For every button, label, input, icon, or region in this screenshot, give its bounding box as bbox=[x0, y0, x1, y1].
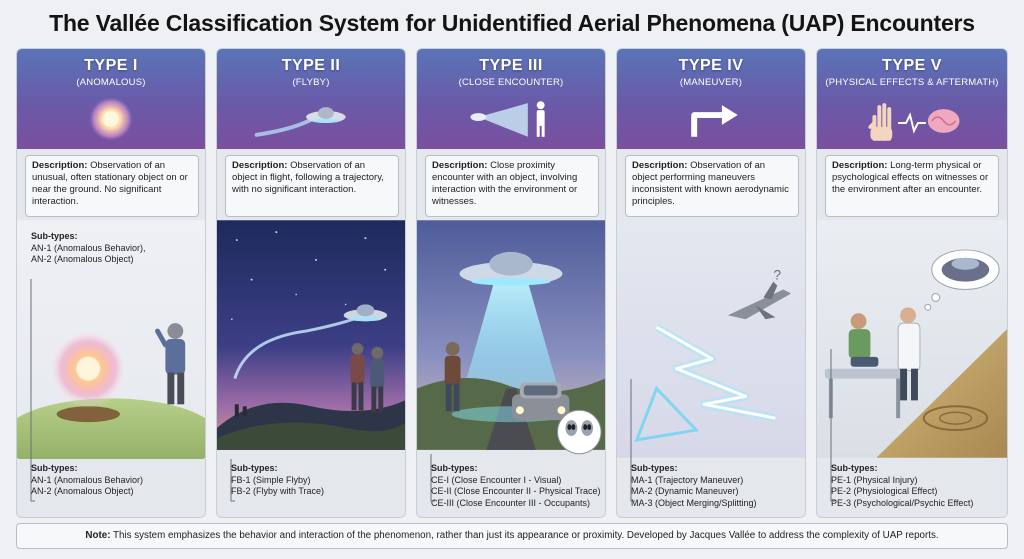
type-1-column: TYPE I (ANOMALOUS) Description: Observat… bbox=[16, 48, 206, 518]
type-4-subtype-item: MA-3 (Object Merging/Splitting) bbox=[631, 497, 757, 508]
type-5-subtypes-label: Sub-types: bbox=[831, 463, 878, 473]
type-4-subtype-item: MA-1 (Trajectory Maneuver) bbox=[631, 474, 744, 485]
dream-thought-cloud bbox=[924, 249, 1000, 311]
type-5-subtype-item: PE-1 (Physical Injury) bbox=[831, 474, 918, 485]
type-1-inline-subtypes-label: Sub-types: bbox=[31, 231, 78, 241]
type-3-subtypes: Sub-types: CE-I (Close Encounter I - Vis… bbox=[431, 463, 603, 509]
type-2-header: TYPE II (FLYBY) bbox=[217, 49, 405, 149]
type-1-leader-line bbox=[30, 279, 35, 502]
type-2-subtitle: (FLYBY) bbox=[292, 77, 330, 88]
type-5-subtitle: (PHYSICAL EFFECTS & AFTERMATH) bbox=[825, 77, 999, 88]
type-2-leader-line bbox=[230, 459, 235, 502]
type-4-header: TYPE IV (MANEUVER) bbox=[617, 49, 805, 149]
glowing-orb-icon bbox=[89, 97, 133, 141]
doctor-figure bbox=[897, 307, 921, 401]
type-1-subtypes: Sub-types: AN-1 (Anomalous Behavior) AN-… bbox=[31, 463, 203, 498]
type-5-desc-text: Long-term physical or psychological effe… bbox=[832, 160, 989, 195]
type-4-title: TYPE IV bbox=[678, 57, 744, 74]
type-columns: TYPE I (ANOMALOUS) Description: Observat… bbox=[16, 48, 1008, 518]
type-2-description: Description: Observation of an object in… bbox=[225, 155, 399, 217]
page-title: The Vallée Classification System for Uni… bbox=[49, 10, 975, 36]
type-5-desc-label: Description: bbox=[832, 160, 888, 171]
type-1-description: Description: Observation of an unusual, … bbox=[25, 155, 199, 217]
type-3-desc-label: Description: bbox=[432, 160, 488, 171]
type-1-inline-subtype-item: AN-2 (Anomalous Object) bbox=[31, 254, 134, 264]
type-3-subtype-item: CE-II (Close Encounter II - Physical Tra… bbox=[431, 486, 601, 496]
observer-figure bbox=[155, 323, 186, 405]
type-3-leader-line bbox=[430, 454, 435, 502]
type-3-subtype-item: CE-III (Close Encounter III - Occupants) bbox=[431, 497, 591, 508]
witness-figure bbox=[444, 341, 461, 412]
type-1-inline-subtype-item: AN-1 (Anomalous Behavior), bbox=[31, 242, 146, 253]
footer-note: Note: This system emphasizes the behavio… bbox=[16, 523, 1008, 549]
alien-occupants-icon bbox=[557, 409, 602, 455]
type-4-subtypes: Sub-types: MA-1 (Trajectory Maneuver) MA… bbox=[631, 463, 803, 509]
type-5-subtypes: Sub-types: PE-1 (Physical Injury) PE-2 (… bbox=[831, 463, 1003, 509]
type-5-subtype-item: PE-2 (Physiological Effect) bbox=[831, 486, 938, 496]
type-5-scene bbox=[817, 220, 1007, 458]
type-4-description: Description: Observation of an object pe… bbox=[625, 155, 799, 217]
type-3-scene bbox=[417, 220, 605, 455]
note-label: Note: bbox=[85, 530, 111, 541]
type-2-title: TYPE II bbox=[281, 57, 341, 74]
type-1-subtype-item: AN-2 (Anomalous Object) bbox=[31, 486, 134, 496]
observers-with-binoculars bbox=[234, 342, 385, 417]
type-1-title: TYPE I bbox=[84, 57, 138, 74]
type-2-scene bbox=[217, 220, 405, 450]
type-4-desc-text: Observation of an object performing mane… bbox=[632, 160, 789, 207]
type-1-desc-text: Observation of an unusual, often station… bbox=[32, 160, 188, 207]
patient-figure bbox=[848, 313, 879, 367]
type-4-subtype-item: MA-2 (Dynamic Maneuver) bbox=[631, 486, 739, 496]
type-2-subtypes: Sub-types: FB-1 (Simple Flyby) FB-2 (Fly… bbox=[231, 463, 403, 498]
type-5-description: Description: Long-term physical or psych… bbox=[825, 155, 999, 217]
turn-arrow-icon bbox=[691, 105, 738, 137]
type-5-column: TYPE V (PHYSICAL EFFECTS & AFTERMATH) De… bbox=[816, 48, 1008, 518]
type-4-leader-line bbox=[630, 379, 635, 502]
type-4-desc-label: Description: bbox=[632, 160, 688, 171]
type-5-header: TYPE V (PHYSICAL EFFECTS & AFTERMATH) bbox=[817, 49, 1007, 149]
type-2-desc-label: Description: bbox=[232, 160, 288, 171]
note-text: This system emphasizes the behavior and … bbox=[113, 530, 939, 541]
type-1-subtitle: (ANOMALOUS) bbox=[76, 77, 146, 88]
type-1-subtypes-label: Sub-types: bbox=[31, 463, 78, 473]
type-2-column: TYPE II (FLYBY) Description: Observation… bbox=[216, 48, 406, 518]
hand-brain-icon bbox=[868, 103, 960, 141]
type-5-subtype-item: PE-3 (Psychological/Psychic Effect) bbox=[831, 497, 974, 508]
type-4-subtypes-label: Sub-types: bbox=[631, 463, 678, 473]
type-2-subtypes-label: Sub-types: bbox=[231, 463, 278, 473]
type-3-subtypes-label: Sub-types: bbox=[431, 463, 478, 473]
car bbox=[511, 382, 570, 421]
question-mark-icon: ? bbox=[773, 267, 781, 283]
type-4-subtitle: (MANEUVER) bbox=[679, 77, 743, 88]
type-1-header: TYPE I (ANOMALOUS) bbox=[17, 49, 205, 149]
type-1-desc-label: Description: bbox=[32, 160, 88, 171]
type-3-subtype-item: CE-I (Close Encounter I - Visual) bbox=[431, 474, 562, 485]
type-3-desc-text: Close proximity encounter with an object… bbox=[432, 160, 578, 207]
flying-saucer-icon bbox=[254, 107, 346, 137]
type-3-description: Description: Close proximity encounter w… bbox=[425, 155, 599, 217]
type-1-inline-subtypes: Sub-types: AN-1 (Anomalous Behavior), AN… bbox=[31, 231, 191, 266]
type-2-subtype-item: FB-2 (Flyby with Trace) bbox=[231, 486, 325, 496]
type-2-desc-text: Observation of an object in flight, foll… bbox=[232, 160, 384, 195]
type-4-scene: ? bbox=[617, 220, 805, 458]
fighter-jet bbox=[727, 281, 792, 320]
type-3-header: TYPE III (CLOSE ENCOUNTER) bbox=[417, 49, 605, 149]
type-1-subtype-item: AN-1 (Anomalous Behavior) bbox=[31, 474, 144, 485]
type-3-subtitle: (CLOSE ENCOUNTER) bbox=[458, 77, 564, 88]
type-5-leader-line bbox=[830, 349, 835, 502]
type-3-title: TYPE III bbox=[479, 57, 543, 74]
light-beam-person-icon bbox=[470, 101, 545, 137]
type-3-column: TYPE III (CLOSE ENCOUNTER) Description: … bbox=[416, 48, 606, 518]
type-4-column: TYPE IV (MANEUVER) Description: Observat… bbox=[616, 48, 806, 518]
type-1-scene bbox=[17, 220, 205, 459]
type-2-subtype-item: FB-1 (Simple Flyby) bbox=[231, 474, 311, 485]
type-5-title: TYPE V bbox=[882, 57, 942, 74]
